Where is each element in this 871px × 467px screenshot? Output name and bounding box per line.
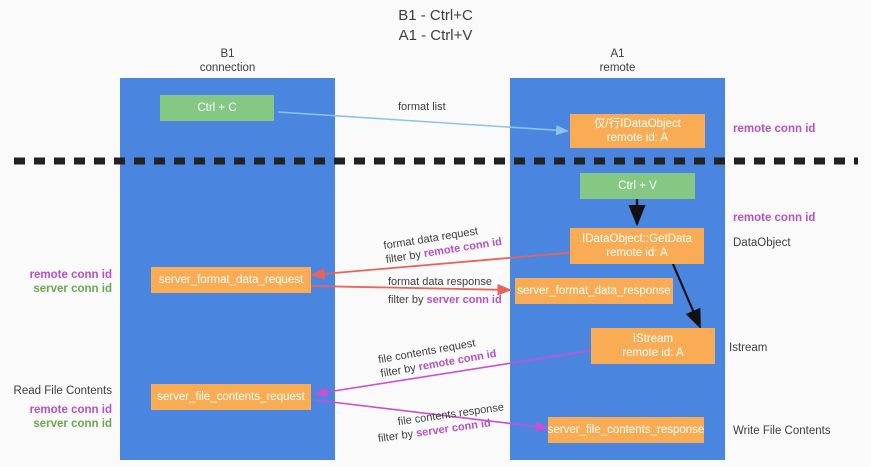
legend-left-bottom: remote conn id server conn id xyxy=(0,403,112,431)
node-server-format-data-response[interactable]: server_format_data_response xyxy=(515,278,673,304)
edge-label-format-data-response: format data response filter by server con… xyxy=(388,275,502,307)
legend-left-middle: remote conn id server conn id xyxy=(0,268,112,296)
node-idataobject-getdata[interactable]: IDataObject::GetData remote id: A xyxy=(570,228,704,264)
annotation-istream: Istream xyxy=(729,342,768,354)
edge-label-format-data-response-line1: format data response xyxy=(388,276,492,288)
node-istream[interactable]: IStream remote id: A xyxy=(591,328,715,364)
node-ctrl-v[interactable]: Ctrl + V xyxy=(580,173,695,199)
legend-remote-conn-id-2: remote conn id xyxy=(29,404,112,416)
annotation-read-file-contents: Read File Contents xyxy=(13,385,112,397)
node-ctrl-c[interactable]: Ctrl + C xyxy=(160,95,274,121)
edge-label-file-contents-response-prefix: filter by xyxy=(377,427,418,446)
node-server-file-contents-response[interactable]: server_file_contents_response xyxy=(548,417,704,443)
annotation-dataobject: DataObject xyxy=(733,237,791,249)
annotation-write-file-contents: Write File Contents xyxy=(733,425,831,437)
edge-label-format-list: format list xyxy=(398,101,446,113)
legend-server-conn-id-2: server conn id xyxy=(33,418,112,430)
node-server-format-data-request[interactable]: server_format_data_request xyxy=(151,267,311,293)
node-idataobject[interactable]: 仅/行IDataObject remote id: A xyxy=(570,114,705,148)
page-title: B1 - Ctrl+C A1 - Ctrl+V xyxy=(398,7,473,44)
annotation-remote-conn-id-top: remote conn id xyxy=(733,123,816,135)
legend-remote-conn-id: remote conn id xyxy=(29,269,112,281)
edge-label-format-data-response-prefix: filter by xyxy=(388,294,427,306)
lane-header-b1: B1 connection xyxy=(199,48,256,74)
lane-header-a1: A1 remote xyxy=(599,48,636,74)
annotation-remote-conn-id-mid: remote conn id xyxy=(733,212,816,224)
legend-server-conn-id: server conn id xyxy=(33,283,112,295)
edge-label-format-data-response-em: server conn id xyxy=(426,294,502,306)
node-server-file-contents-request[interactable]: server_file_contents_request xyxy=(151,384,311,410)
